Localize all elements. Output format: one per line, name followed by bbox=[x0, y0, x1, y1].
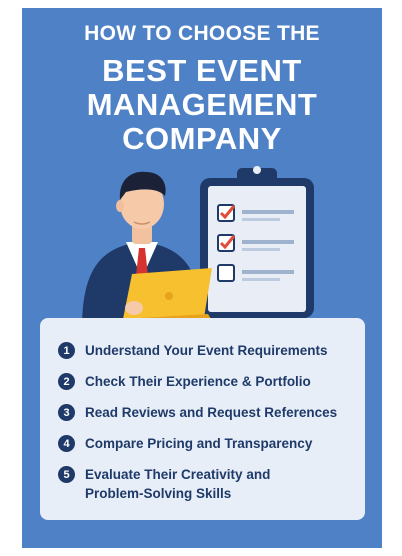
step-number-badge: 4 bbox=[58, 435, 75, 452]
step-number-badge: 5 bbox=[58, 466, 75, 483]
list-item: 1 Understand Your Event Requirements bbox=[58, 341, 355, 360]
illustration bbox=[82, 166, 314, 330]
title-line-3: MANAGEMENT bbox=[86, 87, 318, 122]
step-number-badge: 2 bbox=[58, 373, 75, 390]
step-text: Read Reviews and Request References bbox=[85, 405, 338, 420]
steps-card: 1 Understand Your Event Requirements 2 C… bbox=[40, 318, 365, 520]
step-number-badge: 1 bbox=[58, 342, 75, 359]
step-text: Check Their Experience & Portfolio bbox=[85, 374, 311, 389]
title-line-4: COMPANY bbox=[122, 121, 282, 156]
list-item: 4 Compare Pricing and Transparency bbox=[58, 434, 355, 453]
list-item: 2 Check Their Experience & Portfolio bbox=[58, 372, 355, 391]
clipboard-checklist-icon bbox=[200, 166, 314, 318]
step-text: Understand Your Event Requirements bbox=[85, 343, 328, 358]
infographic-poster: HOW TO CHOOSE THE BEST EVENT MANAGEMENT … bbox=[22, 8, 382, 548]
title-line-1: HOW TO CHOOSE THE bbox=[84, 22, 320, 45]
title-line-2: BEST EVENT bbox=[102, 53, 302, 88]
step-text: Evaluate Their Creativity and Problem-So… bbox=[85, 467, 271, 501]
list-item: 3 Read Reviews and Request References bbox=[58, 403, 355, 422]
step-number-badge: 3 bbox=[58, 404, 75, 421]
list-item: 5 Evaluate Their Creativity and Problem-… bbox=[58, 465, 285, 503]
step-text: Compare Pricing and Transparency bbox=[85, 436, 313, 451]
